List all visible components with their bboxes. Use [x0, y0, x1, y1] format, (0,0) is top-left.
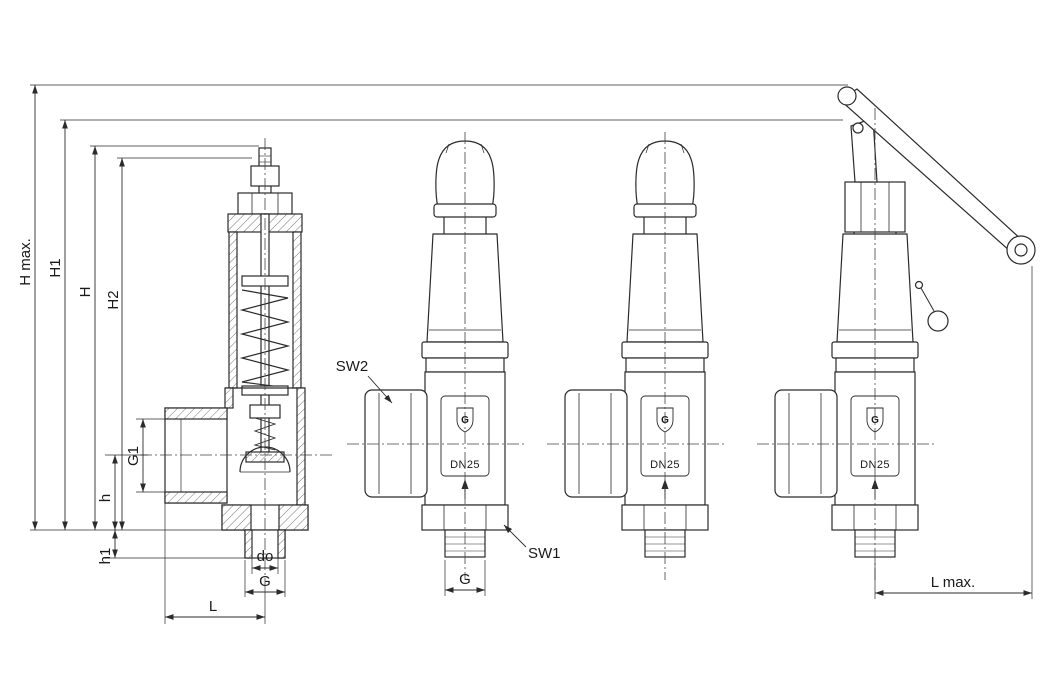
lever-pivot-pin	[852, 122, 864, 134]
leader-sw2	[367, 375, 393, 404]
dim-label-l: L	[209, 598, 217, 615]
bonnet-wall-right	[292, 231, 302, 389]
leader-sw1	[503, 524, 527, 548]
body-wall-left	[224, 387, 234, 409]
seal-clip	[914, 280, 924, 290]
seal-wire	[920, 287, 935, 312]
valve4-lever-top	[837, 86, 1036, 332]
dim-label-h-small: h	[97, 494, 114, 502]
dim-label-h1-small: h1	[97, 548, 114, 565]
dim-label-g-mid: G	[459, 571, 471, 588]
dim-label-l-max: L max.	[931, 574, 975, 591]
dim-label-h1: H1	[47, 258, 64, 277]
dim-label-g1: G1	[125, 446, 142, 466]
port-wall-top	[164, 407, 228, 420]
dim-label-h-max: H max.	[17, 238, 34, 286]
dim-label-do: do	[257, 548, 274, 565]
valve3-body	[564, 213, 709, 558]
centerlines	[140, 108, 937, 580]
lever-cam-end	[837, 86, 857, 106]
seal-ring	[927, 310, 949, 332]
port-wall-bottom	[164, 491, 228, 504]
valve2-body	[364, 213, 509, 558]
label-sw2: SW2	[336, 358, 369, 375]
dimension-layer: H max. H1 H H2 G1 h h1 do G L	[17, 84, 1033, 624]
valve4-body	[774, 213, 919, 558]
valve1-cross-section	[164, 147, 309, 559]
dim-label-h2: H2	[105, 290, 122, 309]
body-wall-right	[296, 387, 306, 506]
lever-handle-ring-hole	[1014, 243, 1028, 257]
dim-label-h: H	[77, 287, 94, 298]
bonnet-wall-left	[228, 231, 238, 389]
label-sw1: SW1	[528, 545, 561, 562]
inlet-port-section	[164, 407, 228, 504]
